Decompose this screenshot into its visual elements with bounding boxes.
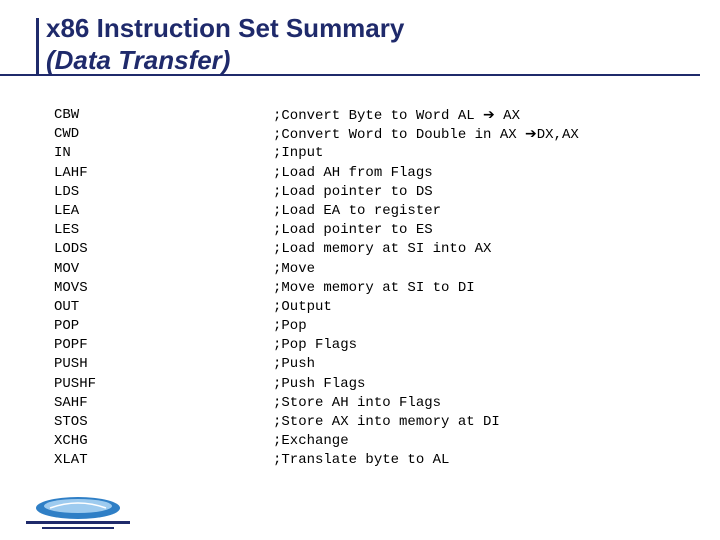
instruction-mnemonic: XCHG [54, 433, 88, 450]
instruction-comment: ;Output [273, 298, 332, 317]
instruction-mnemonic: LES [54, 222, 80, 239]
slide-title-main: x86 Instruction Set Summary [46, 13, 405, 43]
instruction-mnemonic: XLAT [54, 452, 88, 469]
slide-title: x86 Instruction Set Summary (Data Transf… [46, 12, 404, 76]
right-arrow-icon: ➔ [525, 126, 537, 143]
instruction-comment-text: ;Exchange [273, 433, 349, 450]
instruction-mnemonic: MOVS [54, 279, 88, 296]
instruction-mnemonic: LDS [54, 183, 80, 200]
instruction-comment-text: ;Store AH into Flags [273, 394, 442, 411]
instruction-comment: ;Pop [273, 317, 307, 336]
instruction-comment: ;Push Flags [273, 375, 365, 394]
instruction-comment-text: ;Pop [273, 318, 307, 335]
instruction-comment: ;Translate byte to AL [273, 451, 449, 470]
instruction-comment-text: ;Pop Flags [273, 337, 358, 354]
instruction-comment: ;Convert Word to Double in AX ➔DX,AX [273, 125, 579, 145]
instruction-comment: ;Load memory at SI into AX [273, 240, 491, 259]
instruction-comment: ;Move [273, 260, 315, 279]
instruction-comment-text: ;Push [273, 356, 316, 373]
instruction-mnemonic: LEA [54, 202, 80, 219]
instruction-comment: ;Load EA to register [273, 202, 441, 221]
instruction-mnemonic: MOV [54, 260, 80, 277]
instruction-mnemonic: POP [54, 318, 80, 335]
instruction-comment: ;Load pointer to DS [273, 183, 433, 202]
instruction-comment-tail: DX,AX [536, 127, 579, 144]
right-arrow-icon: ➔ [483, 107, 495, 123]
instruction-comment: ;Store AH into Flags [273, 394, 441, 413]
instruction-comment-text: ;Load pointer to ES [273, 222, 433, 239]
title-underline-rule [0, 74, 700, 76]
globe-logo-icon [26, 497, 130, 529]
instruction-mnemonic: IN [54, 145, 71, 162]
instruction-comment: ;Convert Byte to Word AL ➔ AX [273, 106, 520, 126]
instruction-comment-text: ;Store AX into memory at DI [273, 414, 500, 430]
instruction-comment: ;Exchange [273, 432, 349, 451]
instruction-mnemonic: PUSHF [54, 375, 97, 392]
instruction-mnemonic: PUSH [54, 356, 88, 373]
title-accent-bar [36, 18, 39, 74]
instruction-comment-text: ;Convert Word to Double in AX [273, 127, 526, 144]
instruction-mnemonic: STOS [54, 414, 88, 430]
instruction-comment-text: ;Move memory at SI to DI [273, 279, 475, 296]
instruction-comment: ;Move memory at SI to DI [273, 279, 475, 298]
instruction-comment-text: ;Translate byte to AL [273, 452, 450, 469]
instruction-comment-tail: AX [494, 108, 520, 124]
instruction-comment-text: ;Load AH from Flags [273, 164, 433, 181]
instruction-mnemonic: CBW [54, 107, 80, 123]
instruction-comment-text: ;Load EA to register [273, 202, 442, 219]
instruction-comment: ;Load AH from Flags [273, 164, 433, 183]
instruction-comment: ;Input [273, 144, 323, 163]
instruction-mnemonic: SAHF [54, 394, 88, 411]
instruction-comment-text: ;Load pointer to DS [273, 183, 433, 200]
instruction-comment: ;Push [273, 355, 315, 374]
instruction-comment-text: ;Convert Byte to Word AL [273, 108, 484, 124]
instruction-comment-text: ;Load memory at SI into AX [273, 241, 492, 258]
instruction-comment-text: ;Push Flags [273, 375, 366, 392]
instruction-mnemonic: CWD [54, 126, 80, 143]
instruction-comment: ;Pop Flags [273, 336, 357, 355]
instruction-mnemonic: OUT [54, 298, 80, 315]
slide-title-subtitle: (Data Transfer) [46, 45, 231, 75]
instruction-comment: ;Store AX into memory at DI [273, 413, 500, 432]
instruction-comment: ;Load pointer to ES [273, 221, 433, 240]
instruction-mnemonic: LAHF [54, 164, 88, 181]
instruction-mnemonic: LODS [54, 241, 88, 258]
instruction-mnemonic: POPF [54, 337, 88, 354]
instruction-comment-text: ;Move [273, 260, 316, 277]
instruction-comment-text: ;Output [273, 298, 332, 315]
instruction-comment-text: ;Input [273, 145, 324, 162]
